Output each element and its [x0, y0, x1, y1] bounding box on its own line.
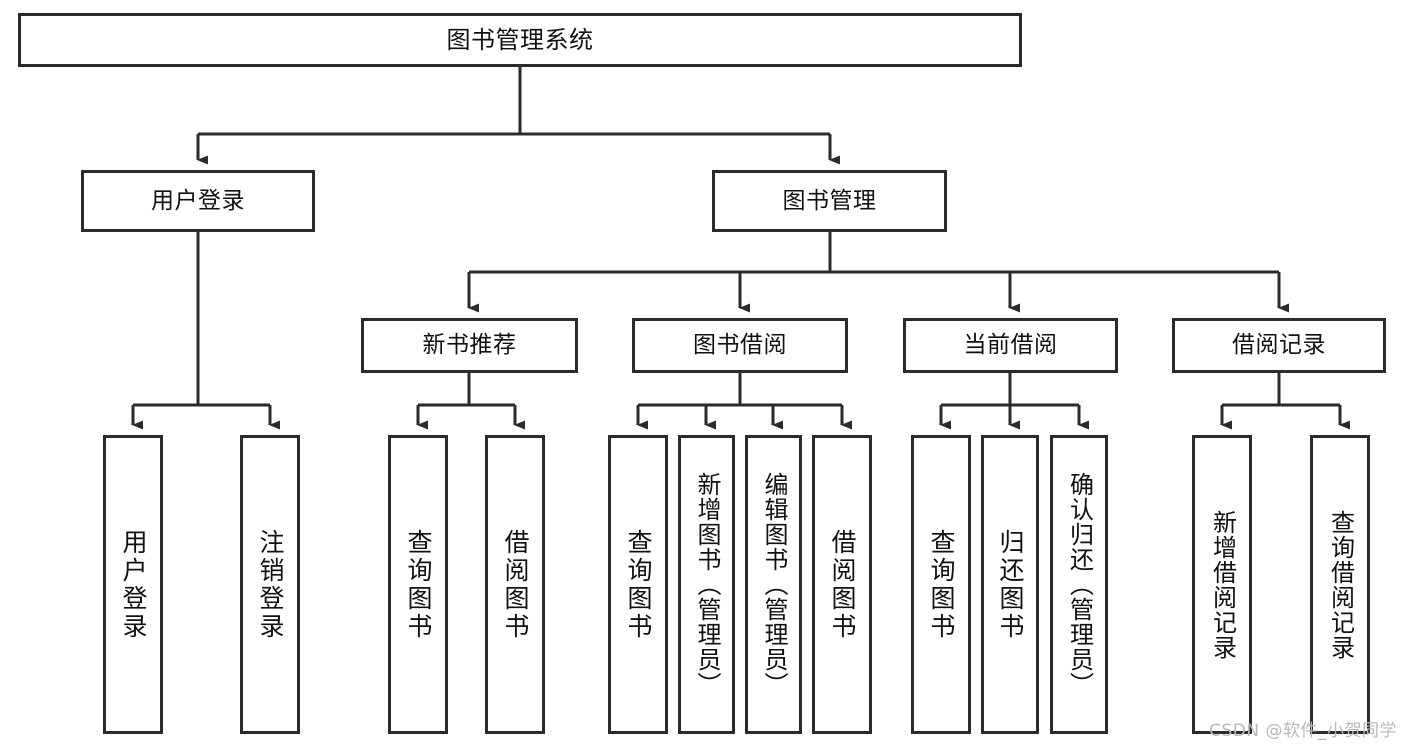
node-new-book-recommend-label: 新书推荐 [422, 332, 517, 359]
node-book-manage[interactable]: 图书管理 [712, 170, 947, 232]
node-leaf-query-book-2[interactable]: 查询图书 [608, 435, 668, 734]
node-leaf-edit-book-label: 编辑图书（管理员） [759, 472, 788, 697]
node-leaf-borrow-book-2[interactable]: 借阅图书 [812, 435, 872, 734]
node-leaf-borrow-book-1-label: 借阅图书 [501, 528, 530, 641]
node-current-borrow[interactable]: 当前借阅 [903, 318, 1118, 373]
node-leaf-confirm-return-label: 确认归还（管理员） [1065, 472, 1094, 697]
node-leaf-user-login[interactable]: 用户登录 [103, 435, 163, 734]
node-current-borrow-label: 当前借阅 [963, 332, 1058, 359]
node-leaf-confirm-return[interactable]: 确认归还（管理员） [1050, 435, 1108, 734]
node-leaf-add-book-label: 新增图书（管理员） [692, 472, 721, 697]
node-leaf-query-book-1-label: 查询图书 [404, 528, 433, 641]
node-leaf-user-login-label: 用户登录 [119, 528, 148, 641]
node-leaf-add-book[interactable]: 新增图书（管理员） [678, 435, 735, 734]
node-book-borrow[interactable]: 图书借阅 [632, 318, 848, 373]
node-leaf-query-book-1[interactable]: 查询图书 [388, 435, 448, 734]
node-leaf-edit-book[interactable]: 编辑图书（管理员） [745, 435, 802, 734]
node-user-login-label: 用户登录 [151, 187, 245, 214]
node-leaf-query-book-2-label: 查询图书 [624, 528, 653, 641]
node-user-login[interactable]: 用户登录 [81, 170, 315, 232]
node-borrow-record[interactable]: 借阅记录 [1172, 318, 1386, 373]
node-leaf-return-book[interactable]: 归还图书 [981, 435, 1039, 734]
node-leaf-query-record[interactable]: 查询借阅记录 [1310, 435, 1370, 734]
node-leaf-query-book-3-label: 查询图书 [927, 528, 956, 641]
node-leaf-borrow-book-1[interactable]: 借阅图书 [485, 435, 545, 734]
node-leaf-add-record-label: 新增借阅记录 [1208, 509, 1237, 660]
node-leaf-logout-login[interactable]: 注销登录 [240, 435, 300, 734]
node-leaf-query-record-label: 查询借阅记录 [1326, 509, 1355, 660]
watermark-text: CSDN @软件_小贺同学 [1209, 721, 1397, 741]
node-book-borrow-label: 图书借阅 [693, 332, 787, 359]
node-leaf-borrow-book-2-label: 借阅图书 [828, 528, 857, 641]
node-leaf-query-book-3[interactable]: 查询图书 [911, 435, 971, 734]
node-root-label: 图书管理系统 [446, 26, 594, 54]
node-borrow-record-label: 借阅记录 [1232, 332, 1326, 359]
node-leaf-return-book-label: 归还图书 [996, 528, 1025, 641]
node-book-manage-label: 图书管理 [782, 187, 877, 214]
node-leaf-logout-login-label: 注销登录 [256, 528, 285, 641]
node-leaf-add-record[interactable]: 新增借阅记录 [1192, 435, 1252, 734]
node-root[interactable]: 图书管理系统 [18, 13, 1022, 67]
node-new-book-recommend[interactable]: 新书推荐 [361, 318, 578, 373]
